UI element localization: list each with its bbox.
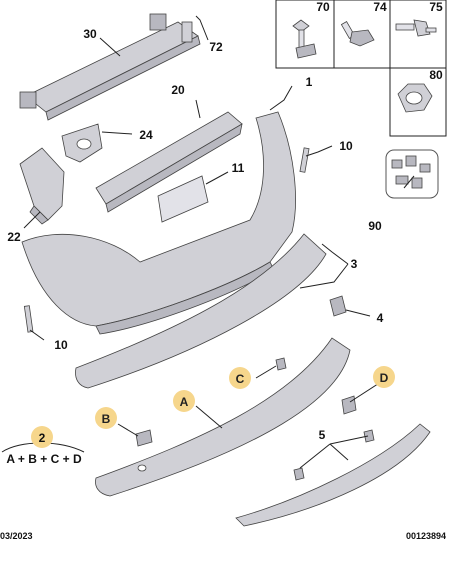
trim-clip-b [135, 429, 153, 447]
label-30: 30 [83, 27, 97, 41]
label-80: 80 [429, 68, 443, 82]
side-bracket-22 [19, 147, 65, 225]
trim-clip-c [275, 357, 287, 371]
kit-formula: A + B + C + D [6, 452, 82, 466]
label-22: 22 [7, 230, 21, 244]
bracket-24 [61, 123, 103, 163]
label-11: 11 [232, 161, 245, 175]
plate-bracket-11 [157, 175, 209, 223]
letter-b: B [102, 412, 111, 426]
rivet-75-icon [395, 19, 437, 37]
label-2: 2 [39, 431, 46, 445]
label-10-lower: 10 [54, 338, 68, 352]
reinforcement-beam-30 [19, 13, 201, 121]
reflector-4 [329, 295, 347, 317]
label-24: 24 [139, 128, 153, 142]
label-1: 1 [306, 75, 313, 89]
label-4: 4 [377, 311, 384, 325]
letter-c: C [236, 372, 245, 386]
side-clip-10-upper [299, 147, 310, 173]
letter-d: D [380, 371, 389, 385]
bolt-74-icon [340, 21, 375, 47]
badge-d [373, 366, 395, 388]
letter-a: A [180, 395, 189, 409]
badge-b [95, 407, 117, 429]
clip-kit-90 [385, 149, 439, 199]
trim-clip-d [341, 395, 357, 415]
diffuser-3 [75, 233, 327, 389]
label-72: 72 [209, 40, 223, 54]
label-74: 74 [373, 0, 387, 14]
label-20: 20 [171, 83, 185, 97]
label-3: 3 [351, 257, 358, 271]
footer-date: 03/2023 [0, 531, 33, 541]
badge-c [229, 367, 251, 389]
label-90: 90 [368, 219, 382, 233]
label-75: 75 [429, 0, 443, 14]
label-5: 5 [319, 428, 326, 442]
badge-a [173, 390, 195, 412]
skid-plate-5 [235, 423, 431, 527]
footer-code: 00123894 [406, 531, 446, 541]
bolt-70-icon [292, 19, 317, 59]
badge-2 [31, 426, 53, 448]
side-clip-10-lower [23, 305, 34, 333]
label-70: 70 [316, 0, 330, 14]
label-10-upper: 10 [339, 139, 353, 153]
inner-support-20 [95, 111, 243, 213]
nut-80-icon [397, 83, 433, 113]
